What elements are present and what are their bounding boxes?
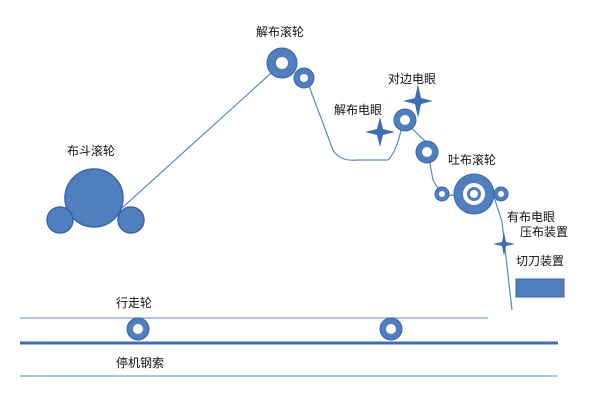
hopper-left-roller xyxy=(46,206,74,234)
unwind-roller xyxy=(266,47,315,89)
guide-roller xyxy=(415,140,439,164)
travel-wheel-left xyxy=(126,317,150,341)
unwind-sensor-label: 解布电眼 xyxy=(334,103,383,117)
cloth-hopper-roller xyxy=(46,168,145,234)
cloth-present-sensor-label: 有布电眼 xyxy=(507,210,556,224)
cloth-hopper-roller-label: 布斗滚轮 xyxy=(67,144,116,158)
cutter-device-block xyxy=(515,278,565,298)
edge-align-sensor-icon xyxy=(403,84,433,118)
cloth-present-sensor-icon xyxy=(493,232,515,256)
unwind-roller-label: 解布滚轮 xyxy=(256,25,305,39)
fabric-path xyxy=(121,64,513,311)
travel-wheel-label: 行走轮 xyxy=(116,296,153,310)
stop-wire-rope-label: 停机钢索 xyxy=(116,356,165,370)
cutter-device-label: 切刀装置 xyxy=(516,254,565,268)
sensor-roller xyxy=(393,108,417,132)
edge-align-sensor-label: 对边电眼 xyxy=(388,72,437,86)
hopper-right-roller xyxy=(117,206,145,234)
unwind-sensor-icon xyxy=(365,117,395,147)
hopper-large-roller xyxy=(64,168,124,228)
travel-wheel-right xyxy=(379,317,403,341)
press-device-label: 压布装置 xyxy=(520,225,569,239)
output-roller-label: 吐布滚轮 xyxy=(448,153,497,167)
output-roller xyxy=(434,173,509,215)
